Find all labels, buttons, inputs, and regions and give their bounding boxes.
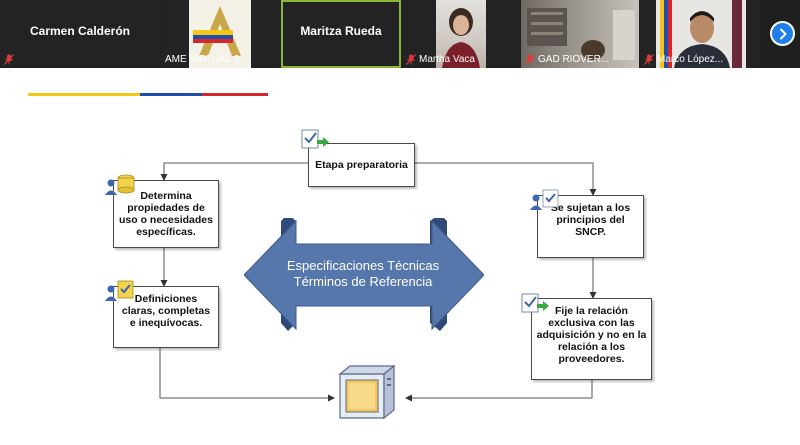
users-database-icon <box>105 174 135 195</box>
participant-video <box>656 0 746 68</box>
computer-server-icon <box>338 364 396 420</box>
node-etapa-preparatoria: Etapa preparatoria <box>308 143 415 187</box>
participant-video <box>521 0 639 68</box>
chevron-right-icon <box>779 28 786 39</box>
node-se-sujetan: Se sujetan a los principios del SNCP. <box>537 195 644 258</box>
flow-connectors <box>159 162 597 402</box>
center-arrow-line1: Especificaciones Técnicas <box>286 258 440 273</box>
participant-label: AME VIRTUAL 3 <box>165 53 239 66</box>
mic-muted-icon <box>525 54 535 65</box>
participant-name: Martha Vaca <box>419 54 475 65</box>
users-checklist-icon <box>530 189 559 210</box>
participant-name: GAD RIOVER... <box>538 54 610 65</box>
center-arrow-label: Especificaciones Técnicas Términos de Re… <box>246 258 480 290</box>
users-checklist-icon <box>105 280 134 301</box>
participant-tile-carmen[interactable]: Carmen Calderón <box>0 0 160 68</box>
center-arrow-line2: Términos de Referencia <box>293 274 433 289</box>
person-icon <box>660 0 742 68</box>
active-speaker-border <box>281 0 401 68</box>
logo-icon <box>193 6 241 56</box>
participant-video <box>436 0 486 68</box>
node-label: Fije la relación exclusiva con las adqui… <box>536 305 647 365</box>
participant-video <box>189 0 251 68</box>
center-double-arrow <box>244 218 484 331</box>
mic-muted-icon <box>4 54 14 65</box>
participant-strip: Carmen Calderón AME VIRTUAL 3 Maritza Ru <box>0 0 800 68</box>
participant-tile-marco[interactable]: Marco López... <box>640 0 760 68</box>
participant-label: Martha Vaca <box>406 53 475 66</box>
node-definiciones: Definiciones claras, completas e inequív… <box>113 286 219 348</box>
participant-label: GAD RIOVER... <box>525 53 609 66</box>
person-icon <box>442 8 480 68</box>
next-participants-button[interactable] <box>770 21 795 46</box>
participant-name: Maritza Rueda <box>300 24 382 38</box>
mic-muted-icon <box>644 54 654 65</box>
participant-label <box>4 53 17 66</box>
participant-tile-maritza[interactable]: Maritza Rueda <box>281 0 401 68</box>
mic-muted-icon <box>406 54 416 65</box>
room-icon <box>527 8 635 60</box>
checklist-arrow-icon <box>521 293 549 313</box>
participant-tile-gad[interactable]: GAD RIOVER... <box>521 0 639 68</box>
node-label: Etapa preparatoria <box>315 159 408 171</box>
flag-color-bar <box>28 93 268 96</box>
checklist-arrow-icon <box>301 129 329 149</box>
participant-name: Carmen Calderón <box>29 24 131 38</box>
node-label: Determina propiedades de uso o necesidad… <box>119 190 213 238</box>
participant-name: Marco López... <box>657 54 724 65</box>
node-label: Se sujetan a los principios del SNCP. <box>550 202 631 238</box>
shared-slide: Especificaciones Técnicas Términos de Re… <box>0 68 800 445</box>
participant-tile-martha[interactable]: Martha Vaca <box>402 0 520 68</box>
participant-name: AME VIRTUAL 3 <box>165 54 240 65</box>
node-label: Definiciones claras, completas e inequív… <box>121 293 211 329</box>
participant-label: Marco López... <box>644 53 723 66</box>
participant-tile-ame[interactable]: AME VIRTUAL 3 <box>161 0 280 68</box>
node-fije: Fije la relación exclusiva con las adqui… <box>531 298 652 380</box>
